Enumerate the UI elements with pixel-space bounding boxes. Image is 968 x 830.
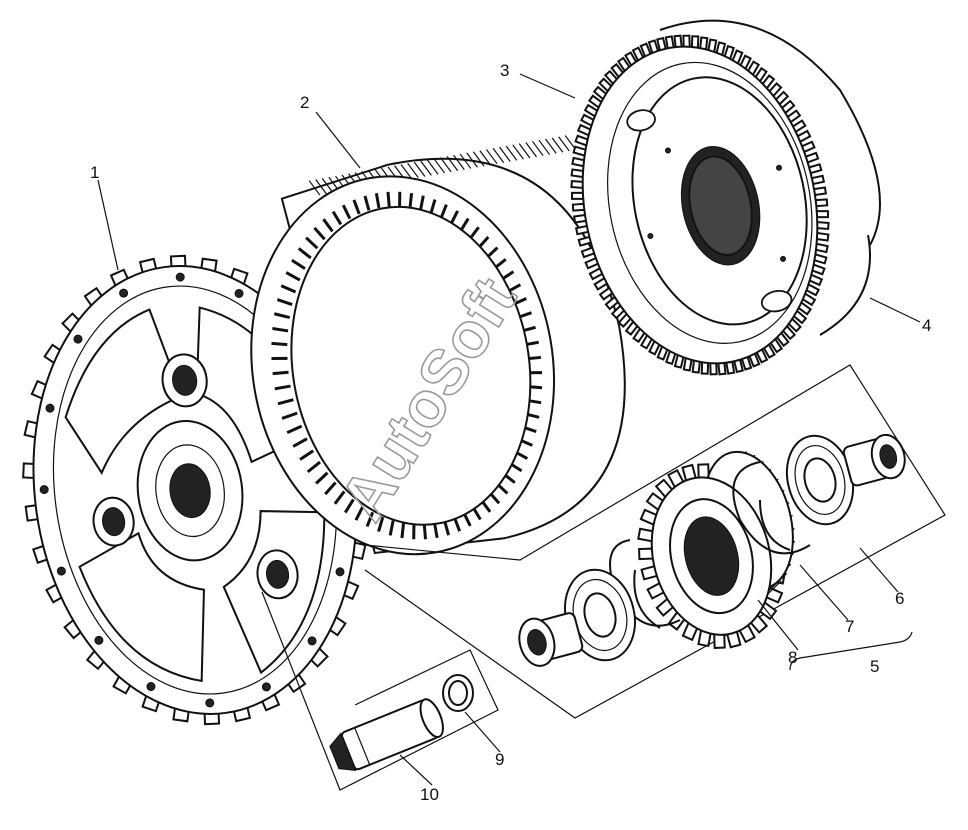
pin: [329, 698, 444, 771]
label-part-6: 6: [895, 589, 904, 608]
ring-gear-internal-teeth: [271, 191, 543, 540]
group-bracket-5: [789, 631, 913, 671]
washer: [442, 674, 474, 712]
label-part-2: 2: [300, 93, 309, 112]
circlip-right: [732, 461, 811, 555]
label-part-5: 5: [870, 657, 879, 676]
label-part-7: 7: [845, 617, 854, 636]
bearing-left: [518, 568, 636, 667]
label-part-9: 9: [495, 750, 504, 769]
snap-ring: [659, 19, 881, 336]
leader-lines: [97, 73, 921, 786]
assembly-frame-pin-set: [261, 591, 499, 791]
label-part-1: 1: [90, 163, 99, 182]
label-part-3: 3: [500, 61, 509, 80]
label-part-10: 10: [420, 785, 439, 804]
ring-gear: [250, 135, 626, 556]
bearing-right: [785, 433, 906, 526]
label-part-8: 8: [788, 648, 797, 667]
drive-gear-disc: [570, 34, 830, 376]
label-part-4: 4: [922, 316, 931, 335]
cluster-gear: [637, 450, 796, 649]
